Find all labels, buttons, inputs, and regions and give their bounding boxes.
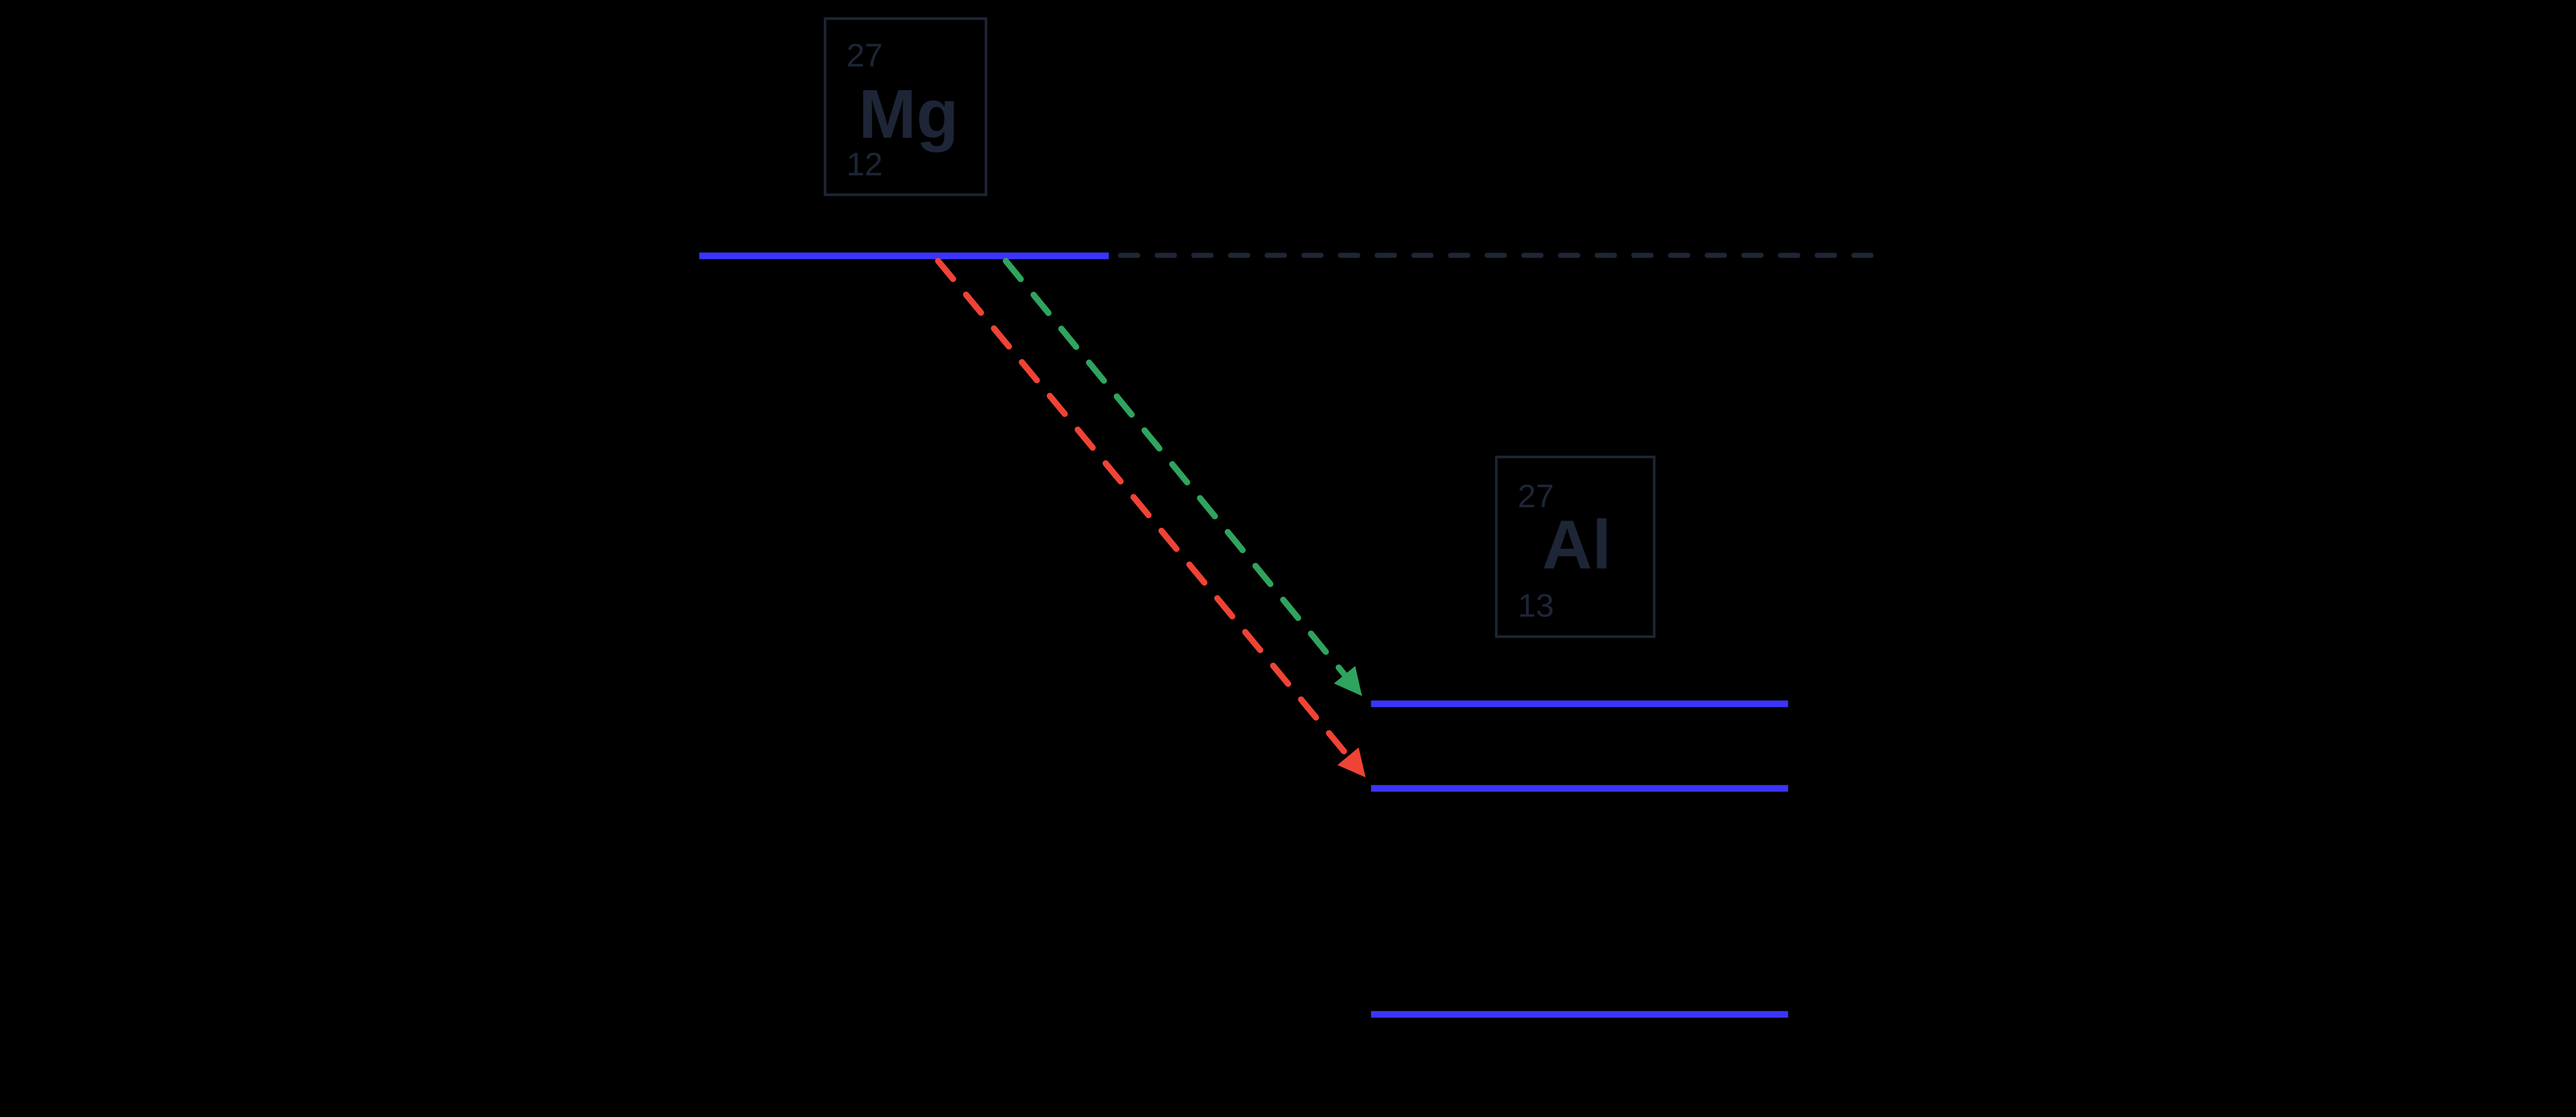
parent-element-box (823, 17, 988, 196)
daughter-mass-number: 27 (1518, 478, 1554, 514)
decay-arrow-green (1003, 257, 1362, 696)
decay-arrow-red (935, 257, 1366, 778)
diagram-background (0, 6, 2576, 1111)
daughter-element-box (1495, 455, 1656, 638)
parent-atomic-number: 12 (846, 147, 883, 183)
daughter-symbol: Al (1542, 506, 1611, 583)
parent-mass-number: 27 (846, 38, 883, 74)
daughter-atomic-number: 13 (1518, 588, 1554, 624)
parent-symbol: Mg (858, 75, 958, 152)
